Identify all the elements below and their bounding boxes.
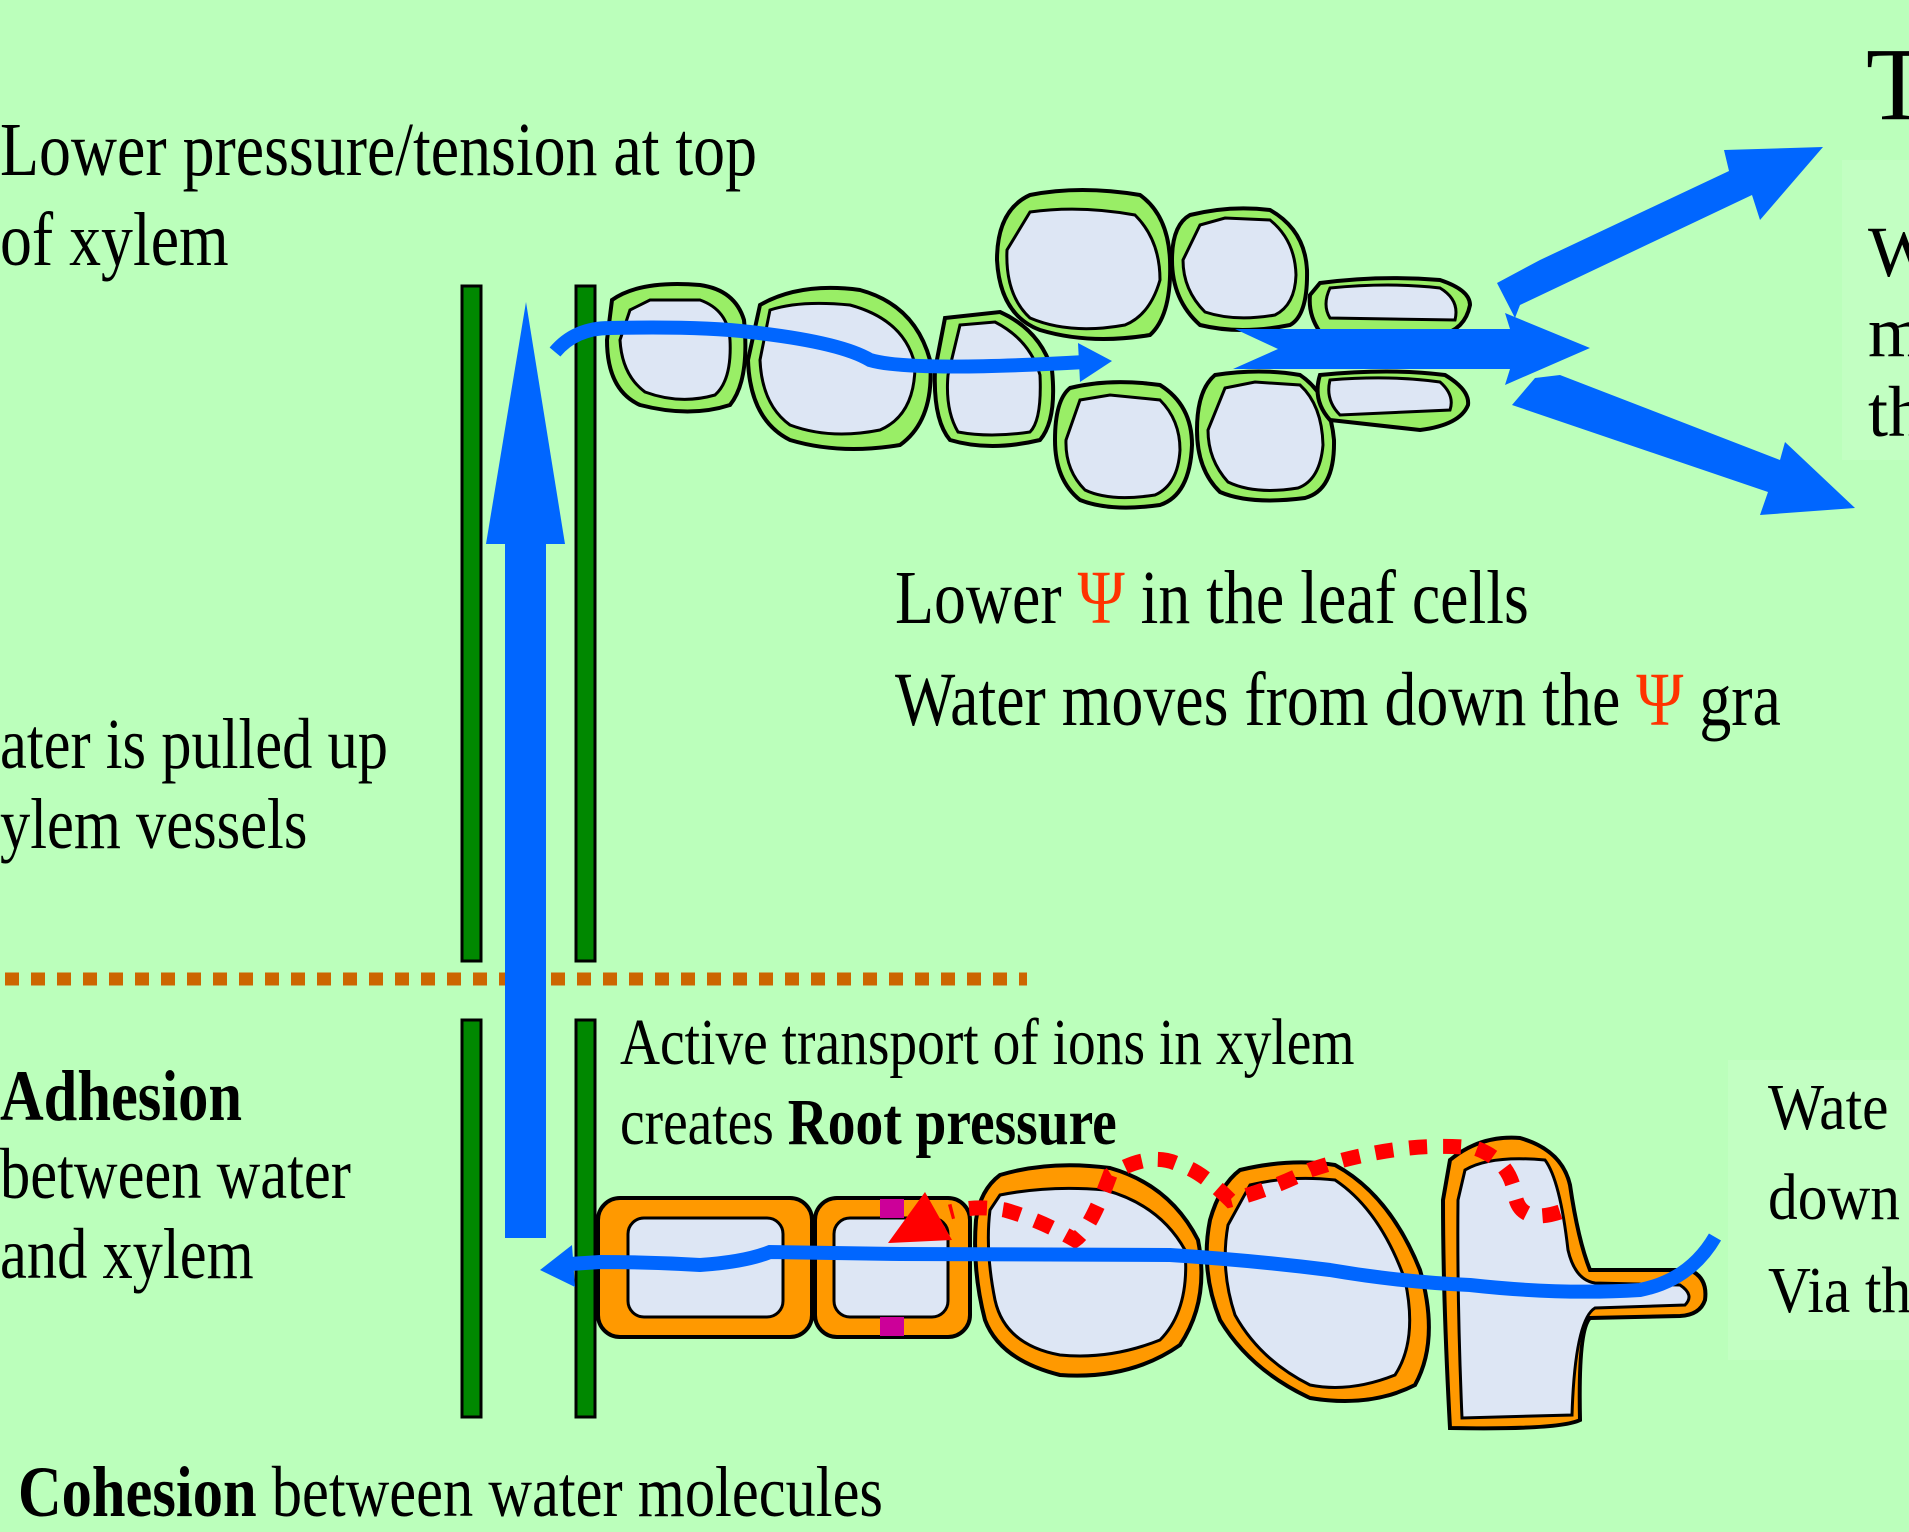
root-right-caption-line1: Wate xyxy=(1768,1071,1889,1144)
xylem-wall-left-lower xyxy=(460,1018,483,1419)
leaf-water-path-arrow xyxy=(549,320,1112,382)
leaf-cell xyxy=(1194,369,1337,503)
leaf-caption-line2-after: gra xyxy=(1699,658,1781,742)
water-potential-symbol: Ψ xyxy=(1077,556,1125,640)
cohesion-term: Cohesion xyxy=(18,1452,257,1532)
slide-title-fragment: T xyxy=(1866,27,1909,142)
water-potential-symbol: Ψ xyxy=(1636,658,1684,742)
cohesion-caption: Cohesion between water molecules xyxy=(18,1456,883,1528)
root-cell xyxy=(1204,1160,1431,1403)
root-cell xyxy=(813,1196,972,1339)
leaf-cell xyxy=(1052,380,1195,510)
plasmodesma-bottom xyxy=(880,1317,904,1336)
leaf-caption-line1: Lower Ψ in the leaf cells xyxy=(895,560,1529,636)
root-water-path-arrow xyxy=(540,1233,1722,1299)
cohesion-caption-rest: between water molecules xyxy=(271,1452,883,1532)
tension-caption-line1: Lower pressure/tension at top xyxy=(0,108,758,192)
transpiration-arrows xyxy=(1233,147,1855,515)
leaf-cell xyxy=(994,188,1173,341)
adhesion-term: Adhesion xyxy=(0,1056,243,1136)
root-caption-line2-before: creates xyxy=(620,1086,774,1159)
leaf-cell xyxy=(604,282,748,414)
xylem-wall-left-upper xyxy=(460,284,483,963)
leaf-cell xyxy=(932,309,1056,448)
adhesion-caption-line3: and xylem xyxy=(0,1214,254,1294)
adhesion-caption-line2: between water xyxy=(0,1134,351,1214)
leaf-caption-line1-before: Lower xyxy=(895,556,1062,640)
tension-caption-line2: of xylem xyxy=(0,198,229,282)
root-right-caption-line2: down xyxy=(1768,1161,1901,1234)
right-caption-line3: th xyxy=(1868,372,1909,452)
xylem-upward-arrow xyxy=(486,302,565,1238)
leaf-cell xyxy=(1307,276,1473,338)
leaf-cell xyxy=(1315,369,1471,433)
right-caption-line1: W xyxy=(1868,212,1909,292)
right-caption-line2: m xyxy=(1868,292,1909,372)
transpiration-arrow-up xyxy=(1497,147,1823,318)
root-pressure-term: Root pressure xyxy=(787,1086,1117,1159)
transpiration-diagram xyxy=(5,147,1855,1431)
adhesion-caption-line1: Adhesion xyxy=(0,1060,242,1132)
xylem-caption-line1: ater is pulled up xyxy=(0,704,388,784)
symplast-path-arrow xyxy=(888,1138,1563,1249)
plasmodesma-top xyxy=(880,1199,904,1218)
transpiration-arrow-middle xyxy=(1233,313,1590,385)
transpiration-arrow-down xyxy=(1512,375,1855,515)
root-caption-line2: creates Root pressure xyxy=(620,1090,1117,1156)
right-text-panel-bottom xyxy=(1728,1060,1909,1360)
leaf-cell xyxy=(1169,206,1310,332)
leaf-caption-line1-after: in the leaf cells xyxy=(1140,556,1529,640)
leaf-caption-line2-before: Water moves from down the xyxy=(895,658,1621,742)
xylem-wall-right-lower xyxy=(574,1018,597,1419)
root-caption-line1: Active transport of ions in xylem xyxy=(620,1006,1355,1079)
leaf-caption-line2: Water moves from down the Ψ gra xyxy=(895,662,1781,738)
xylem-wall-right-upper xyxy=(574,284,597,963)
root-right-caption-line3: Via th xyxy=(1768,1254,1909,1327)
root-cells xyxy=(596,1135,1708,1431)
xylem-caption-line2: ylem vessels xyxy=(0,784,308,864)
root-cell xyxy=(973,1163,1204,1378)
right-text-panel-top xyxy=(1842,160,1909,460)
